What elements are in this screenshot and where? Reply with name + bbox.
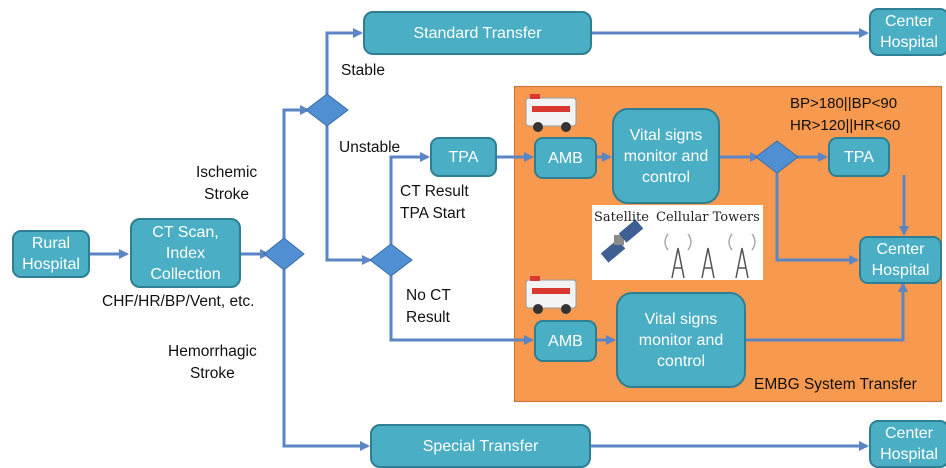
standard-transfer-box: Standard Transfer <box>363 11 592 55</box>
ct-scan-box: CT Scan, Index Collection <box>130 218 241 288</box>
label-satellite: Satellite <box>594 210 649 225</box>
label-stable: Stable <box>341 62 385 79</box>
label-no-ct: No CT Result <box>406 287 451 326</box>
cellular-tower-icon <box>664 233 756 279</box>
rural-hospital-box: Rural Hospital <box>12 230 90 278</box>
arrow-diamond-center <box>775 171 859 265</box>
tpa-box-1: TPA <box>430 137 497 177</box>
decision-diamond-stroke-type <box>263 237 305 271</box>
amb-box-1: AMB <box>534 137 597 179</box>
arrow-unstable <box>325 124 372 265</box>
vital-signs-box-2: Vital signs monitor and control <box>616 292 746 388</box>
decision-diamond-vitals <box>755 140 799 174</box>
special-transfer-box: Special Transfer <box>370 424 591 468</box>
arrow-stable <box>325 28 363 96</box>
label-hemorrhagic: Hemorrhagic Stroke <box>168 343 257 382</box>
arrow-ischemic <box>282 105 310 240</box>
label-cellular-towers: Cellular Towers <box>656 210 760 225</box>
label-embg: EMBG System Transfer <box>754 376 917 393</box>
center-hospital-mid-box: Center Hospital <box>859 236 942 284</box>
decision-diamond-stability <box>305 93 349 127</box>
arrow-vital2-center <box>746 282 908 342</box>
vital-signs-box-1: Vital signs monitor and control <box>612 108 720 204</box>
ambulance-icon <box>525 276 577 314</box>
label-ischemic: Ischemic Stroke <box>196 164 258 203</box>
tpa-box-2: TPA <box>828 137 890 177</box>
center-hospital-top-box: Center Hospital <box>869 8 946 56</box>
arrow-no-ct <box>389 274 534 345</box>
amb-box-2: AMB <box>534 320 597 362</box>
decision-diamond-ct-result <box>369 243 413 277</box>
label-thresholds: BP>180||BP<90 HR>120||HR<60 <box>790 95 901 134</box>
satellite-icon <box>600 219 644 263</box>
arrow-hemorrhagic <box>282 270 370 451</box>
label-vitals-collected: CHF/HR/BP/Vent, etc. <box>102 293 255 310</box>
label-ct-result: CT Result TPA Start <box>400 183 469 222</box>
center-hospital-bottom-box: Center Hospital <box>869 420 946 468</box>
label-unstable: Unstable <box>339 139 401 156</box>
arrow-ct-result <box>389 152 430 246</box>
ambulance-icon <box>525 94 577 132</box>
